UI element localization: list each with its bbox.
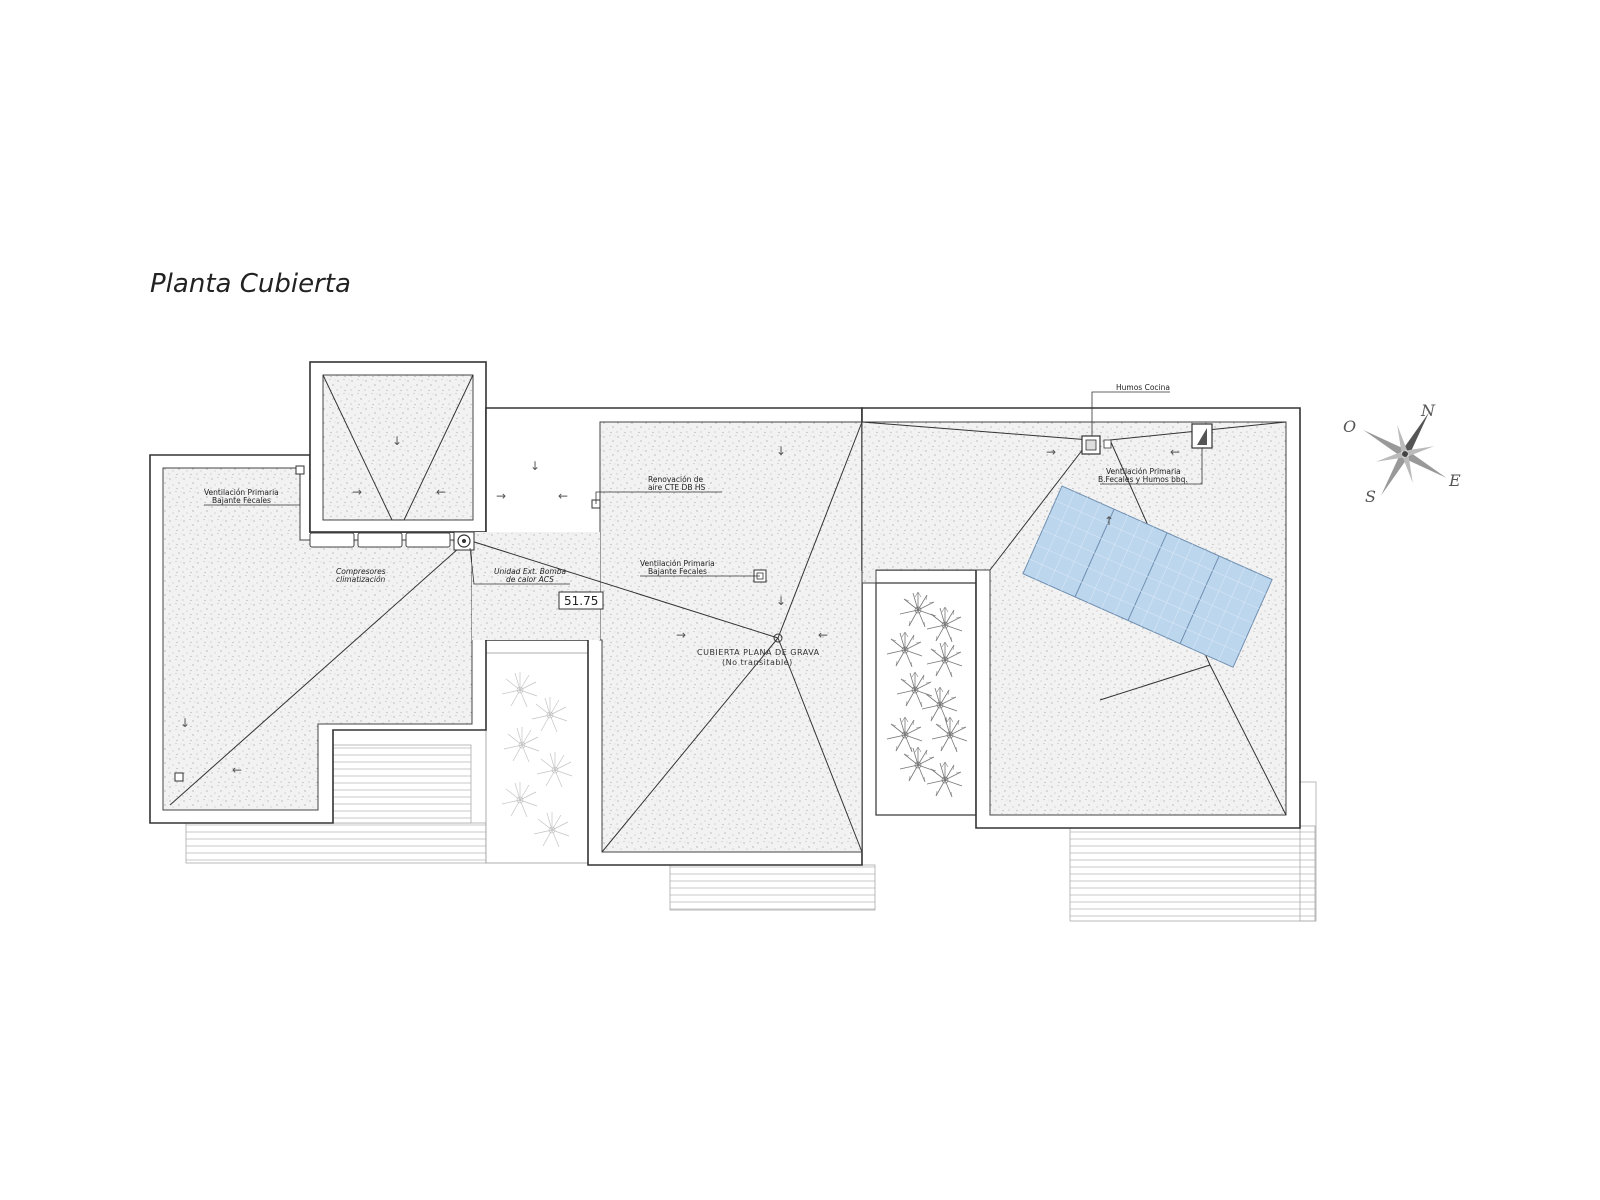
label-humos-cocina: Humos Cocina [1116, 383, 1170, 392]
compressor-units [309, 532, 451, 548]
svg-text:←: ← [1170, 445, 1180, 459]
heat-pump-unit [453, 531, 475, 551]
svg-text:→: → [352, 485, 362, 499]
svg-text:→: → [1046, 445, 1056, 459]
label-vent-center-line1: Ventilación Primaria [640, 559, 715, 568]
label-vent-left-line2: Bajante Fecales [212, 496, 271, 505]
leader-lines [204, 391, 1203, 585]
label-cubierta-line1: CUBIERTA PLANA DE GRAVA [697, 648, 820, 657]
compass-rose: N E S O [1343, 401, 1461, 506]
label-renovacion-line2: aire CTE DB HS [648, 483, 705, 492]
compass-west: O [1343, 417, 1356, 436]
label-renovacion-line1: Renovación de [648, 475, 704, 484]
left-patio [485, 652, 589, 864]
label-vent-right-line2: B.Fecales y Humos bbq. [1098, 475, 1188, 484]
svg-text:→: → [496, 489, 506, 503]
svg-text:↓: ↓ [180, 716, 190, 730]
svg-text:←: ← [436, 485, 446, 499]
label-compresores-line1: Compresores [336, 567, 386, 576]
elevation-value: 51.75 [564, 594, 598, 608]
label-vent-left-line1: Ventilación Primaria [204, 488, 279, 497]
compass-north: N [1420, 401, 1436, 420]
svg-text:↓: ↓ [392, 434, 402, 448]
solar-panel-array [1022, 485, 1273, 668]
roof-zone-left [149, 454, 487, 824]
svg-text:←: ← [232, 763, 242, 777]
elevation-marker: 51.75 [558, 591, 604, 610]
label-vent-center-line2: Bajante Fecales [648, 567, 707, 576]
compass-east: E [1448, 471, 1461, 490]
svg-text:↓: ↓ [776, 444, 786, 458]
svg-text:←: ← [818, 628, 828, 642]
label-unidad-line2: de calor ACS [506, 575, 554, 584]
label-vent-right-line1: Ventilación Primaria [1106, 467, 1181, 476]
svg-text:→: → [676, 628, 686, 642]
svg-text:↓: ↓ [776, 594, 786, 608]
compass-south: S [1365, 487, 1376, 506]
annotations: Ventilación Primaria Bajante Fecales Com… [204, 383, 1188, 667]
svg-text:←: ← [558, 489, 568, 503]
label-cubierta-line2: (No transitable) [722, 658, 793, 667]
roof-zone-right [861, 407, 1301, 829]
plan-title: Planta Cubierta [150, 269, 351, 299]
svg-text:↑: ↑ [1104, 514, 1114, 528]
flow-arrows: ↓ → ← ↓ → ← ↓ ← ↓ ↓ → ← → ← ↑ [180, 434, 1180, 777]
label-compresores-line2: climatización [336, 575, 386, 584]
label-unidad-line1: Unidad Ext. Bomba [494, 567, 567, 576]
roof-zone-top [309, 361, 487, 533]
roof-zone-central [467, 407, 863, 866]
svg-text:↓: ↓ [530, 459, 540, 473]
central-patio [875, 582, 977, 816]
compass-star-icon [1363, 412, 1447, 496]
